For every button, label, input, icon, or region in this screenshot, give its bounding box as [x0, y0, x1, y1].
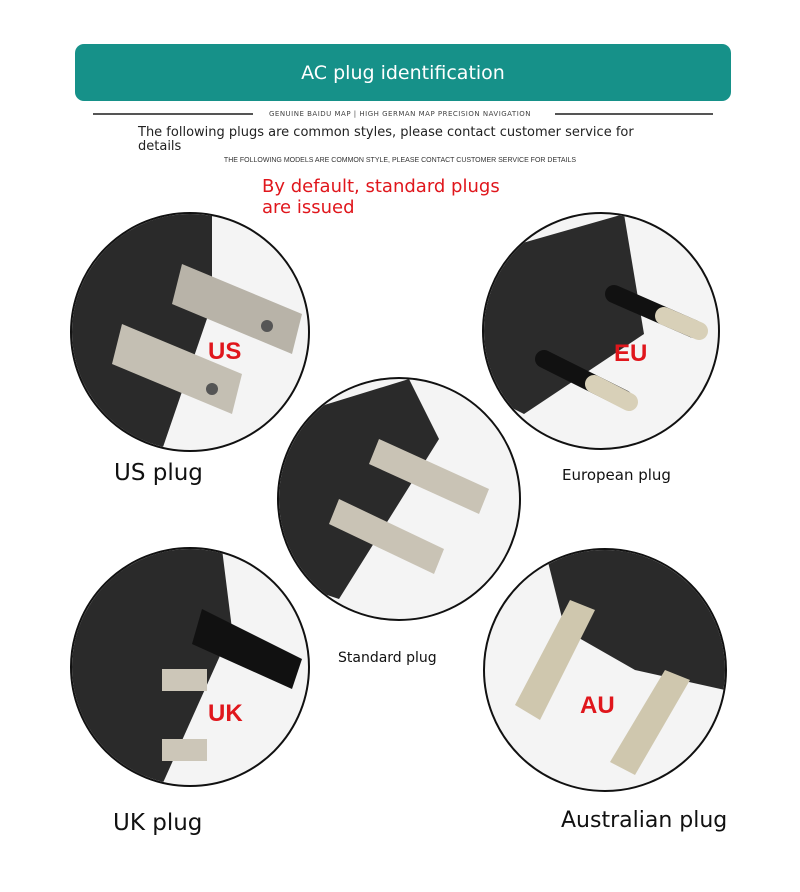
default-notice: By default, standard plugs are issued	[262, 176, 500, 218]
standard-plug-image	[277, 377, 521, 621]
au-tag: AU	[580, 692, 615, 719]
divider	[93, 113, 253, 115]
au-plug-image	[483, 548, 727, 792]
divider	[555, 113, 713, 115]
note-caps: THE FOLLOWING MODELS ARE COMMON STYLE, P…	[223, 157, 577, 164]
note-text: The following plugs are common styles, p…	[138, 125, 634, 154]
page-title: AC plug identification	[301, 61, 505, 84]
eu-plug-image	[482, 212, 720, 450]
eu-tag: EU	[614, 340, 648, 367]
us-caption: US plug	[114, 460, 203, 486]
uk-caption: UK plug	[113, 810, 203, 836]
us-plug-image	[70, 212, 310, 452]
uk-plug-image	[70, 547, 310, 787]
standard-caption: Standard plug	[338, 650, 437, 666]
au-caption: Australian plug	[561, 808, 728, 833]
subtitle: GENUINE BAIDU MAP | HIGH GERMAN MAP PREC…	[268, 110, 532, 118]
uk-tag: UK	[208, 700, 243, 727]
eu-caption: European plug	[562, 466, 671, 484]
title-banner: AC plug identification	[75, 44, 731, 101]
us-tag: US	[208, 338, 242, 365]
